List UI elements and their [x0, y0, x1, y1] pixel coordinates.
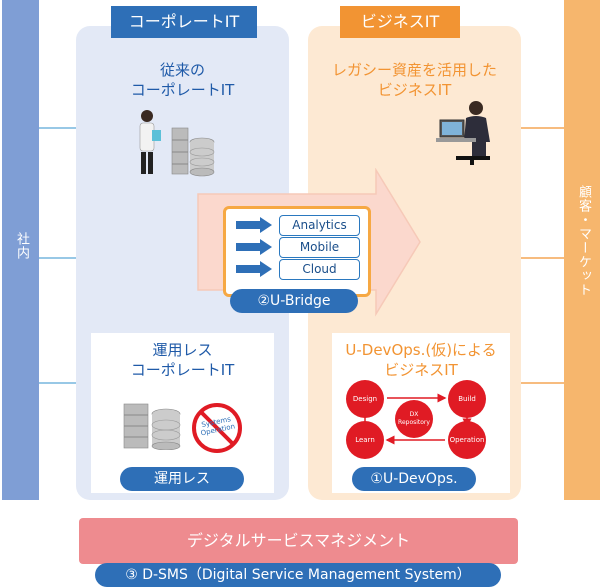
bridge-item-mobile: Mobile: [279, 237, 360, 258]
arrow-right-icon: [236, 261, 272, 277]
businessman-computer-icon: [436, 101, 490, 165]
market-label: 顧客・マーケット: [576, 185, 591, 297]
bridge-item-analytics: Analytics: [279, 215, 360, 236]
internal-label: 社内: [14, 232, 29, 260]
corporate-it-header: コーポレートIT: [111, 6, 257, 38]
u-bridge-badge: ②U-Bridge: [230, 289, 358, 313]
business-it-header: ビジネスIT: [340, 6, 460, 38]
no-operation-sign-icon: [192, 403, 242, 453]
traditional-corporate-title: 従来の コーポレートIT: [130, 61, 235, 99]
legacy-business-title: レガシー資産を活用した ビジネスIT: [331, 61, 497, 99]
servers-icon: [123, 403, 181, 450]
ops-less-badge: 運用レス: [120, 467, 244, 491]
u-devops-badge: ①U-DevOps.: [352, 467, 476, 491]
arrow-right-icon: [236, 217, 272, 233]
market-bar: 顧客・マーケット: [564, 0, 600, 500]
dsms-badge: ③ D-SMS（Digital Service Management Syste…: [95, 563, 501, 587]
cycle-design: Design: [346, 380, 384, 418]
ops-less-corporate-box: [91, 333, 274, 493]
cycle-learn: Learn: [346, 421, 384, 459]
cycle-build: Build: [448, 380, 486, 418]
internal-bar: 社内: [2, 0, 39, 500]
u-devops-title: U-DevOps.(仮)による ビジネスIT: [345, 341, 497, 379]
bridge-item-cloud: Cloud: [279, 259, 360, 280]
dx-repository: DX Repository: [395, 400, 433, 438]
arrow-right-icon: [236, 239, 272, 255]
cycle-operation: Operation: [448, 421, 486, 459]
office-worker-servers-icon: [139, 110, 215, 177]
ops-less-corporate-title: 運用レス コーポレートIT: [130, 341, 235, 379]
digital-service-management-banner: デジタルサービスマネジメント: [79, 518, 518, 564]
